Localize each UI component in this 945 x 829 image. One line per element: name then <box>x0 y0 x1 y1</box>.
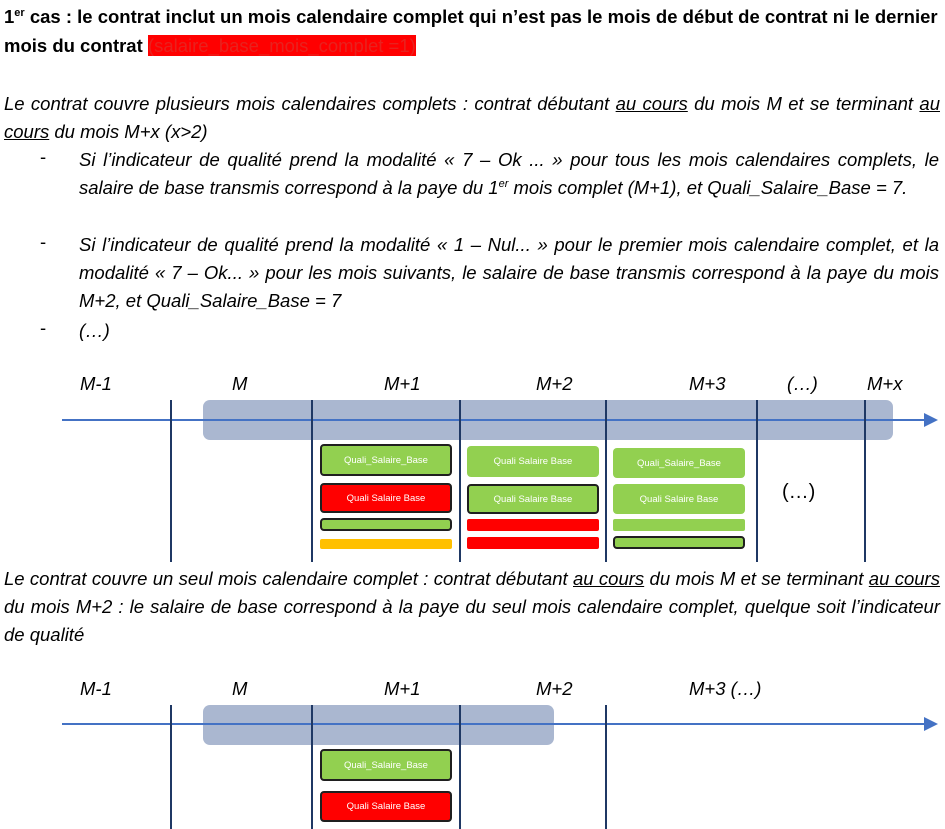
quali-box-m2-selected: Quali Salaire Base <box>467 484 599 514</box>
month-label: M+3 (…) <box>689 678 762 699</box>
continuation-ellipsis: (…) <box>782 481 816 503</box>
month-label: M+3 <box>689 373 726 394</box>
quali-bar-m3-selected <box>613 536 745 549</box>
month-label: M <box>232 373 248 394</box>
section-heading: 1er cas : le contrat inclut un mois cale… <box>4 6 938 56</box>
bullet-marker: - <box>40 146 47 167</box>
quali-bar-m3-green <box>613 519 745 531</box>
paragraph-multiple-months: Le contrat couvre plusieurs mois calenda… <box>4 93 940 142</box>
arrow-head-icon <box>924 717 938 731</box>
bullet-item-2: Si l’indicateur de qualité prend la moda… <box>79 234 939 311</box>
month-label: M-1 <box>80 373 112 394</box>
quali-bar-m2-red <box>467 519 599 531</box>
month-label: M <box>232 678 248 699</box>
bullet-item-1: Si l’indicateur de qualité prend la moda… <box>79 149 939 198</box>
quali-bar-m1-green <box>320 518 452 531</box>
timeline-diagram-2: M-1 M M+1 M+2 M+3 (…) Quali_Salaire_Base… <box>0 665 945 829</box>
quali-box-m1-ok: Quali_Salaire_Base <box>320 444 452 476</box>
timeline-axis <box>62 705 938 829</box>
paragraph-single-month: Le contrat couvre un seul mois calendair… <box>4 568 940 645</box>
timeline-diagram-1: M-1 M M+1 M+2 M+3 (…) M+x Quali_Salaire_… <box>0 360 945 565</box>
timeline-axis <box>62 400 938 562</box>
quali-bar-m1-orange <box>320 539 452 549</box>
month-label: M+1 <box>384 678 421 699</box>
quali-box-m2-ok: Quali Salaire Base <box>467 446 599 477</box>
heading-condition: (salaire_base_mois_complet =1) <box>147 35 416 56</box>
bullet-item-3: (…) <box>79 320 110 341</box>
month-label: M+1 <box>384 373 421 394</box>
quali-box-m3-ok: Quali_Salaire_Base <box>613 448 745 478</box>
quali-bar-m2-red <box>467 537 599 549</box>
quali-box-ok: Quali_Salaire_Base <box>320 749 452 781</box>
quali-box-m1-null: Quali Salaire Base <box>320 483 452 513</box>
quali-box-m3-ok: Quali Salaire Base <box>613 484 745 514</box>
quali-box-null: Quali Salaire Base <box>320 791 452 822</box>
arrow-head-icon <box>924 413 938 427</box>
month-label: M+2 <box>536 373 573 394</box>
bullet-marker: - <box>40 317 47 338</box>
month-label: M+2 <box>536 678 573 699</box>
month-label: (…) <box>787 373 818 394</box>
month-label: M-1 <box>80 678 112 699</box>
bullet-marker: - <box>40 231 47 252</box>
month-label: M+x <box>867 373 903 394</box>
